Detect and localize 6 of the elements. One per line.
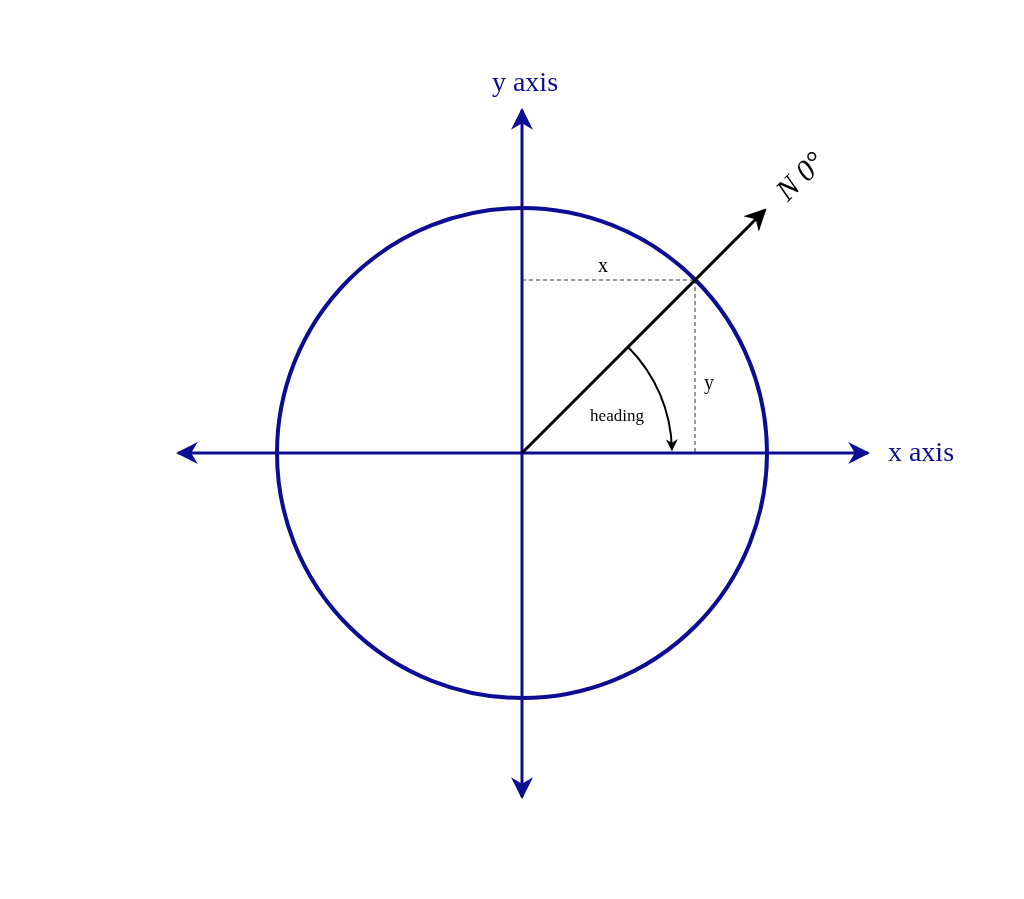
dimension-label: x xyxy=(598,255,608,275)
axis-label: x axis xyxy=(887,438,955,466)
direction-label: N 0° xyxy=(770,146,830,206)
dimension-label: y xyxy=(704,372,714,392)
angle-label: heading xyxy=(590,406,644,424)
axis-label: y axis xyxy=(491,68,559,96)
